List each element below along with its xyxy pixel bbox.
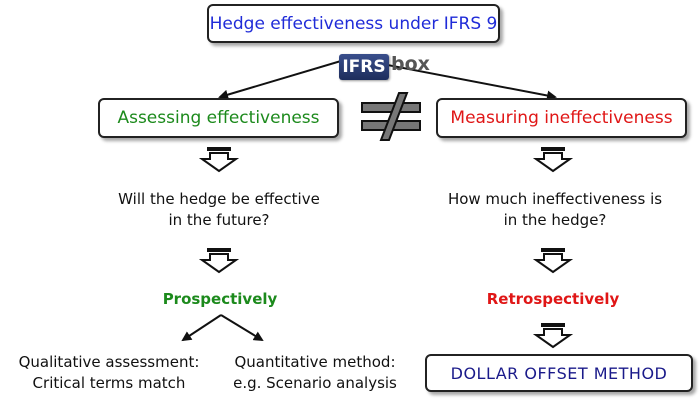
not-equal-icon xyxy=(361,92,421,141)
qualitative-line1: Qualitative assessment: xyxy=(18,353,200,371)
down-arrow-icon xyxy=(198,147,240,173)
measuring-heading: Measuring ineffectiveness xyxy=(450,108,673,128)
quantitative-line1: Quantitative method: xyxy=(234,353,396,371)
down-arrow-icon xyxy=(532,323,574,349)
assessing-effectiveness-box: Assessing effectiveness xyxy=(98,98,339,138)
arrow-to-quantitative xyxy=(220,314,264,342)
logo-box-text: box xyxy=(391,53,430,75)
measuring-ineffectiveness-box: Measuring ineffectiveness xyxy=(436,98,687,138)
retrospectively-label: Retrospectively xyxy=(486,290,620,308)
logo-ifrs-mark: IFRS xyxy=(339,54,389,80)
quantitative-method: Quantitative method: e.g. Scenario analy… xyxy=(220,352,410,394)
prospectively-label: Prospectively xyxy=(162,290,278,308)
left-question-line2: in the future? xyxy=(168,211,270,229)
ifrsbox-logo: IFRS box xyxy=(339,51,430,83)
left-question-line1: Will the hedge be effective xyxy=(118,190,320,208)
quantitative-line2: e.g. Scenario analysis xyxy=(233,374,397,392)
qualitative-assessment: Qualitative assessment: Critical terms m… xyxy=(4,352,214,394)
down-arrow-icon xyxy=(532,147,574,173)
down-arrow-icon xyxy=(532,248,574,274)
down-arrow-icon xyxy=(198,248,240,274)
right-question: How much ineffectiveness is in the hedge… xyxy=(430,189,680,231)
diagram-title: Hedge effectiveness under IFRS 9 xyxy=(209,13,498,34)
qualitative-line2: Critical terms match xyxy=(32,374,186,392)
arrow-to-qualitative xyxy=(181,314,222,342)
dollar-offset-method-box: DOLLAR OFFSET METHOD xyxy=(425,354,693,392)
left-question: Will the hedge be effective in the futur… xyxy=(93,189,345,231)
assessing-heading: Assessing effectiveness xyxy=(117,108,320,128)
right-question-line2: in the hedge? xyxy=(503,211,607,229)
right-question-line1: How much ineffectiveness is xyxy=(447,190,663,208)
title-box: Hedge effectiveness under IFRS 9 xyxy=(207,4,500,43)
arrow-to-assessing xyxy=(218,57,352,100)
dollar-offset-label: DOLLAR OFFSET METHOD xyxy=(450,363,668,383)
